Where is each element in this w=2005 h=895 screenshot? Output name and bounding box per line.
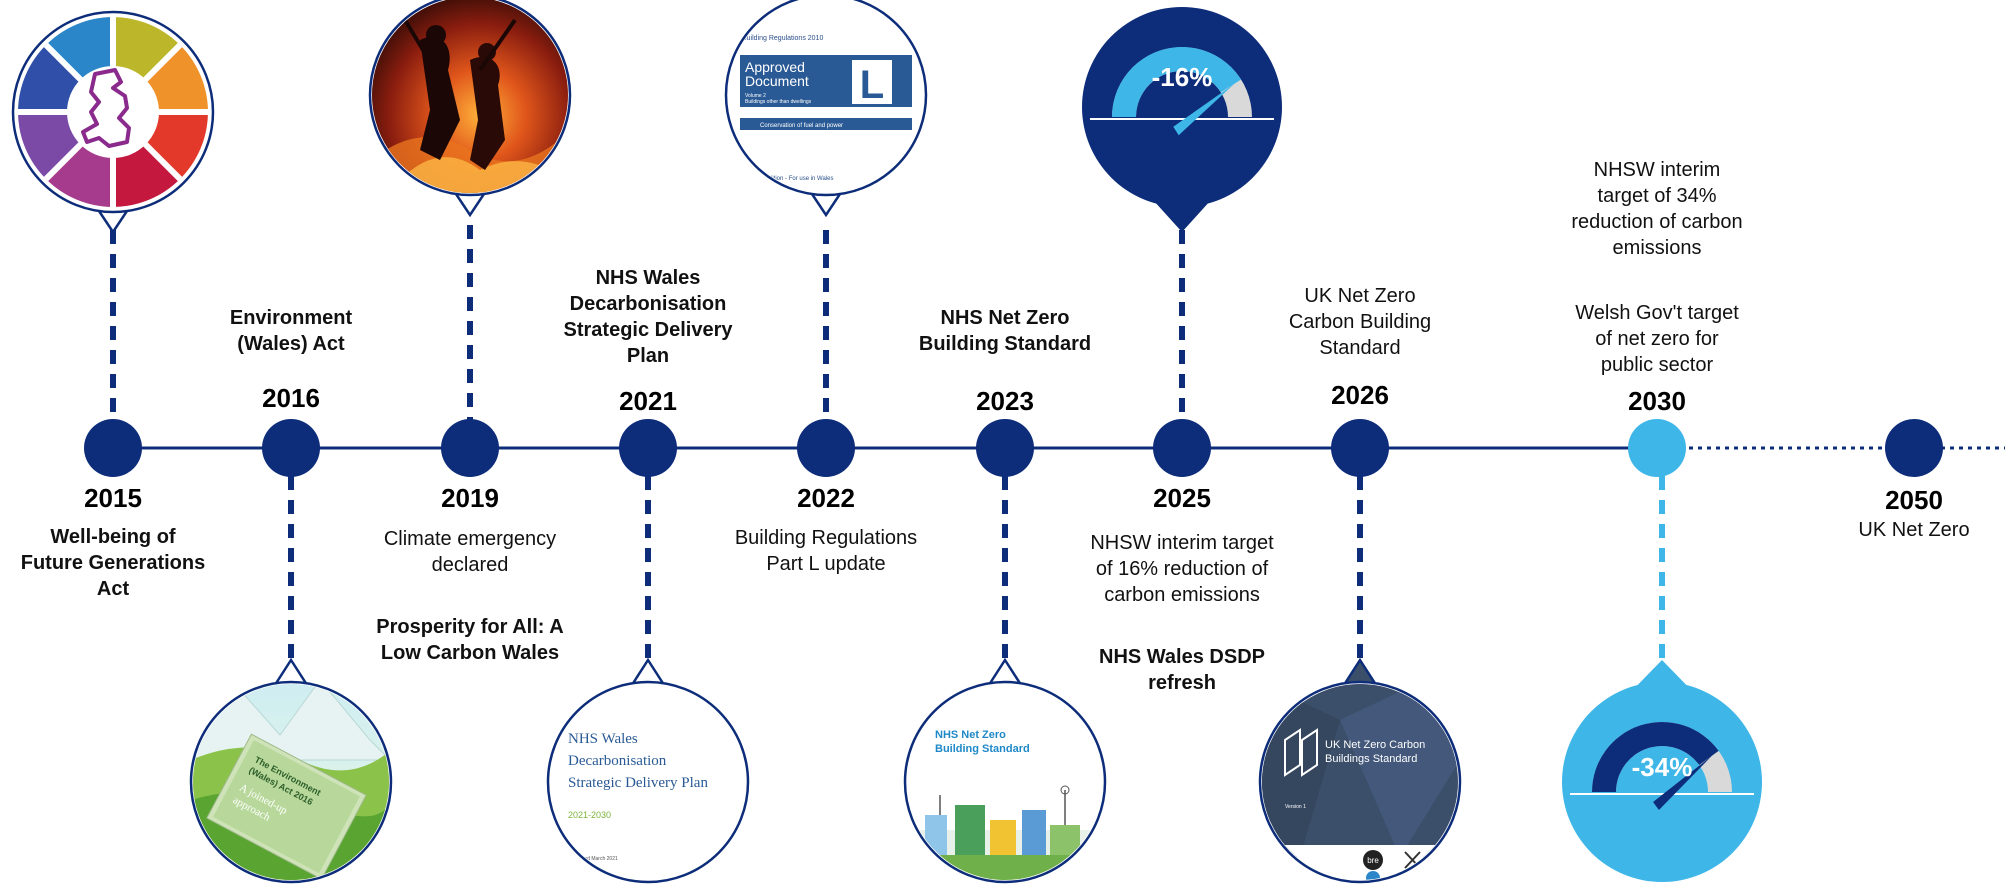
nzcbs-title-2: Buildings Standard	[1325, 753, 1417, 765]
label-2016: Environment (Wales) Act	[229, 307, 353, 355]
label-2030-welsh-gov: Welsh Gov't target of net zero for publi…	[1575, 302, 1739, 376]
connectors	[110, 225, 1665, 665]
plan-title-3: Strategic Delivery Plan	[568, 775, 708, 791]
environment-act-book-image: The Environment (Wales) Act 2016 A joine…	[189, 657, 393, 884]
dot-2050	[1885, 419, 1943, 477]
approved-document-l-cover: Building Regulations 2010 Approved Docum…	[724, 0, 928, 218]
year-2025: 2025	[1153, 483, 1211, 513]
gauge-16-fill	[1112, 47, 1242, 118]
dot-2015	[84, 419, 142, 477]
label-2021: NHS Wales Decarbonisation Strategic Deli…	[563, 267, 733, 367]
year-2026: 2026	[1331, 380, 1389, 410]
label-2022: Building Regulations Part L update	[734, 527, 918, 575]
year-2019: 2019	[441, 483, 499, 513]
approved-doc-subtitle: Conservation of fuel and power	[760, 123, 843, 129]
dot-2026	[1331, 419, 1389, 477]
approved-doc-header: Building Regulations 2010	[742, 35, 823, 42]
label-2050: UK Net Zero	[1858, 519, 1970, 541]
gauge-34-needle	[1653, 755, 1713, 811]
nzbs-title-1: NHS Net Zero	[935, 729, 1006, 741]
dot-2019	[441, 419, 499, 477]
year-2016: 2016	[262, 383, 320, 413]
nzcbs-title-1: UK Net Zero Carbon	[1325, 739, 1425, 751]
label-2030-nhsw: NHSW interim target of 34% reduction of …	[1571, 159, 1743, 259]
dot-2016	[262, 419, 320, 477]
uk-nzcbs-cover: UK Net Zero Carbon Buildings Standard Ve…	[1258, 657, 1462, 884]
label-2023: NHS Net Zero Building Standard	[918, 307, 1092, 355]
wales-map-icon	[81, 68, 131, 148]
approved-doc-volume-desc: Buildings other than dwellings	[745, 99, 812, 105]
dot-2030	[1628, 419, 1686, 477]
year-2021: 2021	[619, 386, 677, 416]
year-2015: 2015	[84, 483, 142, 513]
label-2025-dsdp: NHS Wales DSDP refresh	[1099, 646, 1265, 694]
gauge-34-icon	[1562, 660, 1762, 882]
dot-2022	[797, 419, 855, 477]
plan-title-2: Decarbonisation	[568, 753, 667, 769]
wildfire-photo	[368, 0, 572, 218]
wellbeing-wheel-icon	[11, 10, 215, 235]
label-2019-climate: Climate emergency declared	[383, 528, 557, 576]
approved-doc-volume: Volume 2	[745, 93, 766, 99]
nzcbs-logo-bre: bre	[1367, 856, 1379, 865]
dot-2025	[1153, 419, 1211, 477]
net-zero-building-standard-cover: NHS Net Zero Building Standard	[903, 657, 1107, 884]
year-2030: 2030	[1628, 386, 1686, 416]
nzcbs-version: Version 1	[1285, 804, 1306, 810]
label-2015: Well-being of Future Generations Act	[20, 526, 206, 600]
gauge-16-needle	[1173, 83, 1235, 136]
approved-doc-letter: L	[860, 63, 884, 107]
dot-2021	[619, 419, 677, 477]
label-2026: UK Net Zero Carbon Building Standard	[1288, 285, 1432, 359]
gauge-34-label: -34%	[1631, 752, 1693, 782]
gauge-16-icon	[1082, 7, 1282, 232]
gauge-16-label: -16%	[1151, 62, 1213, 92]
plan-years: 2021-2030	[568, 810, 611, 820]
approved-doc-footer: 2022 Edition - For use in Wales	[750, 176, 833, 182]
milestone-dots	[84, 419, 1943, 477]
approved-doc-title-2: Document	[745, 73, 809, 89]
nhs-wales-plan-cover: NHS Wales Decarbonisation Strategic Deli…	[546, 657, 750, 884]
plan-title-1: NHS Wales	[568, 731, 638, 747]
nzbs-title-2: Building Standard	[935, 743, 1030, 755]
label-2019-prosperity: Prosperity for All: A Low Carbon Wales	[376, 616, 564, 664]
year-2022: 2022	[797, 483, 855, 513]
gauge-34-fill	[1592, 721, 1719, 792]
year-2050: 2050	[1885, 485, 1943, 515]
approved-doc-title-1: Approved	[745, 59, 805, 75]
label-2025-target: NHSW interim target of 16% reduction of …	[1090, 532, 1274, 606]
year-2023: 2023	[976, 386, 1034, 416]
dot-2023	[976, 419, 1034, 477]
plan-published: Published March 2021	[568, 856, 618, 862]
